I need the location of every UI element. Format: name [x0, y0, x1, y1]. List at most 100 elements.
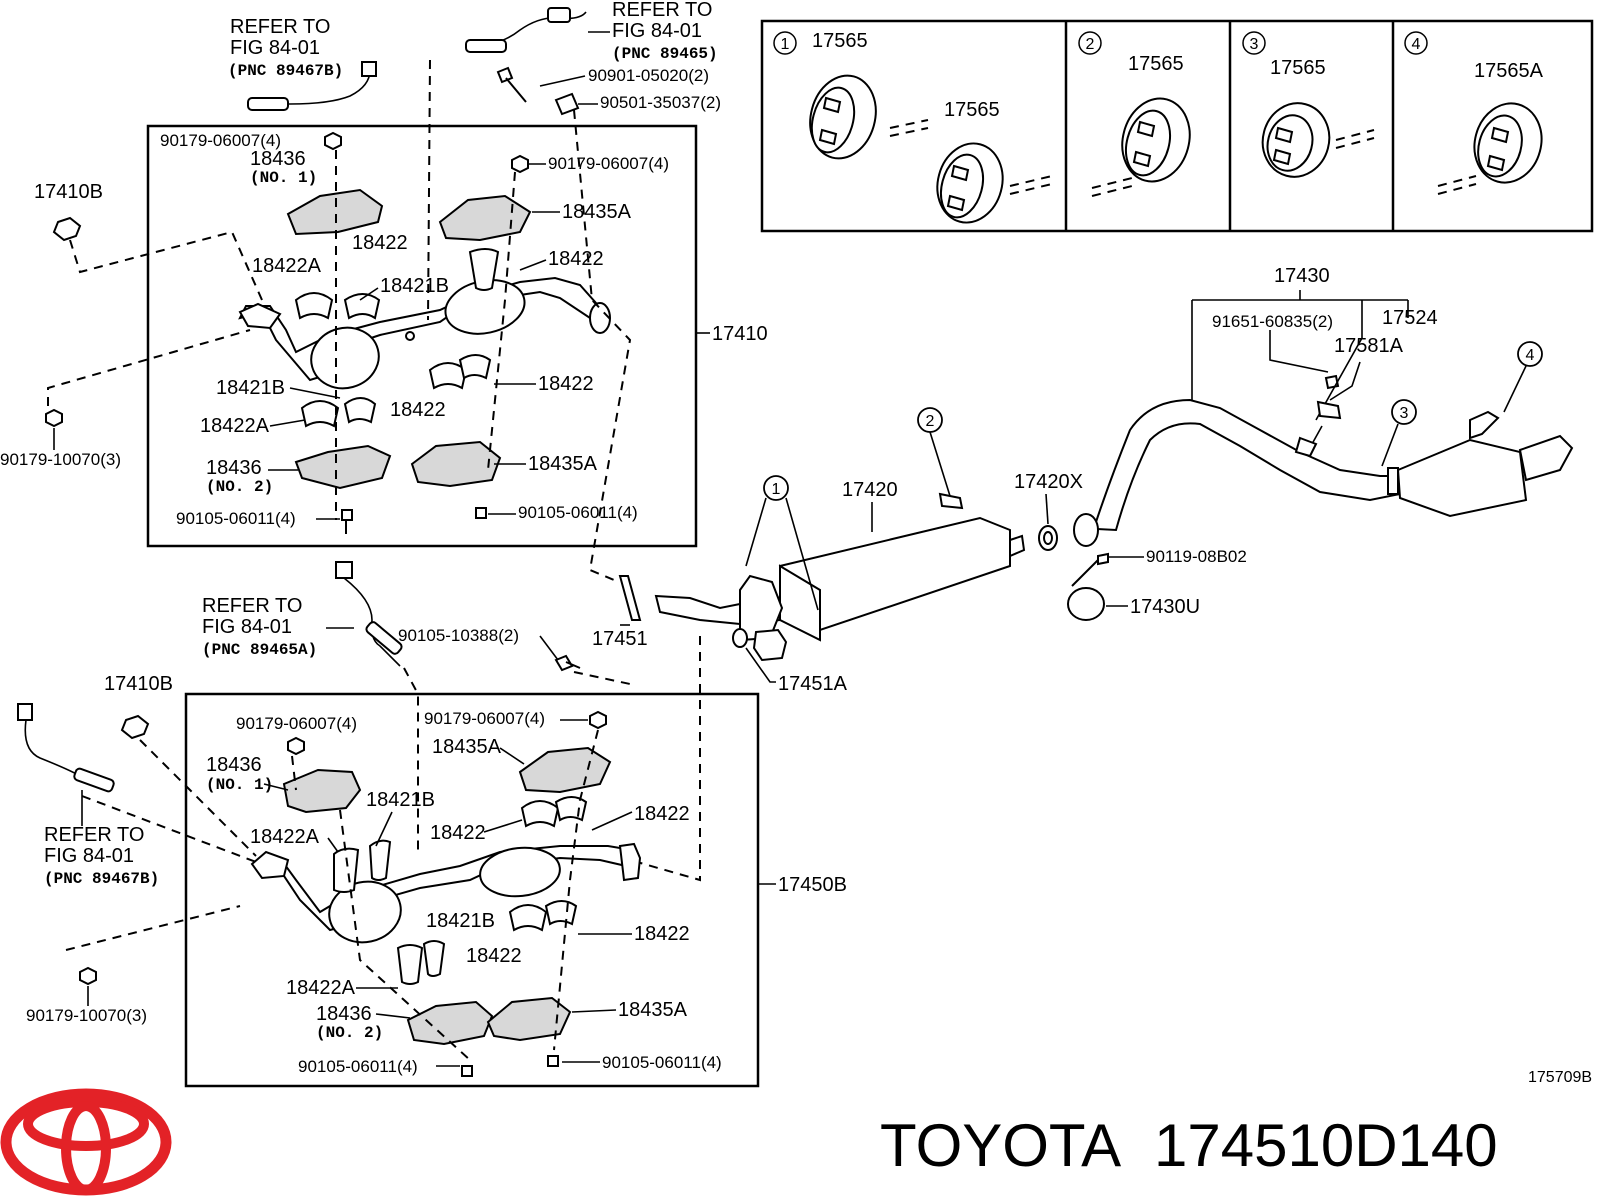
hanger-cell-3-number: 3 — [1250, 36, 1259, 53]
heat-insulator-18436-no2-lower — [406, 1000, 494, 1046]
label-upper-18421b-top: 18421B — [380, 275, 449, 297]
heat-insulator-18436-no1-lower — [282, 768, 362, 814]
label-upper-no1: (NO. 1) — [250, 169, 317, 187]
label-lower-18435a-low: 18435A — [618, 999, 688, 1021]
heat-insulator-18435a-lower-low — [486, 996, 572, 1042]
hanger-cell-1-number: 1 — [781, 36, 790, 53]
hanger-cell-1: 1 17565 17565 — [773, 30, 1053, 224]
label-pnc-89467b-low: (PNC 89467B) — [44, 870, 159, 888]
label-17524: 17524 — [1382, 307, 1438, 329]
hanger-cell-3: 3 17565 — [1242, 31, 1375, 178]
label-17420: 17420 — [842, 479, 898, 501]
label-lower-nut-right: 90179-06007(4) — [424, 709, 545, 728]
oxygen-sensor-top-right: REFER TO FIG 84-01 (PNC 89465) — [465, 0, 718, 63]
label-fig-top-right: FIG 84-01 — [612, 20, 702, 42]
hanger-cell-3-part: 17565 — [1270, 57, 1326, 79]
label-spring-90501: 90501-35037(2) — [600, 93, 721, 112]
label-lower-18422-b: 18422 — [634, 803, 690, 825]
label-upper-18422-b: 18422 — [548, 248, 604, 270]
hanger-cell-2-number: 2 — [1086, 36, 1095, 53]
toyota-logo — [0, 1088, 172, 1196]
label-bolt-90901: 90901-05020(2) — [588, 66, 709, 85]
label-17451a: 17451A — [778, 673, 848, 695]
heat-insulator-18436-no1-top — [286, 188, 384, 236]
gasket-17451: 17451 — [592, 575, 648, 650]
label-pnc-89467b-top: (PNC 89467B) — [228, 62, 343, 80]
callout-4-label: 4 — [1526, 347, 1535, 364]
label-fig-top-left: FIG 84-01 — [230, 37, 320, 59]
label-upper-bolt-left: 90105-06011(4) — [176, 509, 296, 528]
tail-pipe-17430: 17430 91651-60835(2) 17524 17581A — [1073, 265, 1574, 547]
label-bolt-60835: 91651-60835(2) — [1212, 312, 1333, 331]
label-refer-lower-right: REFER TO — [202, 595, 302, 617]
label-upper-18436-no1: 18436 — [250, 148, 306, 170]
gasket-17410b-low: 17410B — [81, 673, 257, 863]
label-refer-top-right: REFER TO — [612, 0, 712, 21]
nut-90179-10070-low: 90179-10070(3) — [26, 905, 241, 1025]
label-lower-18422a-top: 18422A — [250, 826, 320, 848]
label-lower-18421b-low: 18421B — [426, 910, 495, 932]
label-pnc-89465a: (PNC 89465A) — [202, 641, 317, 659]
label-lower-18422-a: 18422 — [430, 822, 486, 844]
label-upper-18436-no2: 18436 — [206, 457, 262, 479]
hanger-cell-4: 4 17565A — [1404, 31, 1544, 195]
hanger-cell-4-number: 4 — [1412, 36, 1421, 53]
label-bolt-08b02: 90119-08B02 — [1146, 547, 1247, 566]
heat-insulator-18435a-top — [438, 194, 532, 242]
label-lower-18436-no2: 18436 — [316, 1003, 372, 1025]
label-upper-nut-top: 90179-06007(4) — [160, 131, 281, 150]
oxygen-sensor-lower-right: REFER TO FIG 84-01 (PNC 89465A) — [202, 561, 419, 850]
callout-3-marker: 3 — [1381, 399, 1417, 467]
heat-insulator-18435a-lower-top — [518, 746, 612, 794]
label-lower-nut-left: 90179-06007(4) — [236, 714, 357, 733]
part-number: 174510D140 — [1154, 1112, 1498, 1179]
label-upper-18435a-low: 18435A — [528, 453, 598, 475]
figure-code: 175709B — [1528, 1069, 1592, 1086]
brand-name: TOYOTA — [880, 1112, 1121, 1179]
label-lower-18435a-top: 18435A — [432, 736, 502, 758]
callout-4-marker: 4 — [1503, 341, 1543, 413]
callout-1-marker: 1 — [745, 475, 819, 611]
gasket-17410b-top: 17410B — [34, 181, 263, 301]
lower-assembly: 17450B 90179-06007(4) 90179-06007(4) 184… — [184, 692, 847, 1088]
label-pnc-89465: (PNC 89465) — [612, 45, 718, 63]
label-lower-bolt-left: 90105-06011(4) — [298, 1057, 418, 1076]
label-lower-18421b-top: 18421B — [366, 789, 435, 811]
label-nut-10070-top: 90179-10070(3) — [0, 450, 121, 469]
label-upper-18422a-top: 18422A — [252, 255, 322, 277]
label-upper-18421b-mid: 18421B — [216, 377, 285, 399]
label-fig-lower-right: FIG 84-01 — [202, 616, 292, 638]
label-lower-18422-low-r: 18422 — [634, 923, 690, 945]
label-refer-lower-left: REFER TO — [44, 824, 144, 846]
hanger-cell-4-part: 17565A — [1474, 60, 1544, 82]
label-lower-no2: (NO. 2) — [316, 1024, 383, 1042]
bolt-90105-10388: 90105-10388(2) — [398, 626, 631, 685]
label-lower-18422-low-m: 18422 — [466, 945, 522, 967]
heat-insulator-18435a-low — [410, 440, 502, 488]
label-refer-top-left: REFER TO — [230, 16, 330, 38]
hanger-cell-2-part: 17565 — [1128, 53, 1184, 75]
label-17410b-low: 17410B — [104, 673, 173, 695]
upper-assembly: 17410 90179-06007(4) 90179-06007(4) — [146, 124, 768, 548]
label-lower-18422a-low: 18422A — [286, 977, 356, 999]
label-fig-lower-left: FIG 84-01 — [44, 845, 134, 867]
label-upper-bolt-right: 90105-06011(4) — [518, 503, 638, 522]
label-lower-bolt-right: 90105-06011(4) — [602, 1053, 722, 1072]
nut-90179-10070-top: 90179-10070(3) — [0, 329, 251, 469]
label-lower-18436-no1: 18436 — [206, 754, 262, 776]
label-upper-18422-a: 18422 — [352, 232, 408, 254]
callout-2-marker: 2 — [917, 407, 964, 510]
label-17451: 17451 — [592, 628, 648, 650]
label-bolt-10388: 90105-10388(2) — [398, 626, 519, 645]
hanger-cell-1-part-a: 17565 — [812, 30, 868, 52]
label-17430u: 17430U — [1130, 596, 1200, 618]
callout-1-label: 1 — [772, 481, 781, 498]
oxygen-sensor-top-left: REFER TO FIG 84-01 (PNC 89467B) — [228, 16, 377, 111]
hanger-cell-1-part-b: 17565 — [944, 99, 1000, 121]
callout-3-label: 3 — [1400, 405, 1409, 422]
label-17430: 17430 — [1274, 265, 1330, 287]
gasket-17420x: 17420X — [1014, 471, 1083, 551]
label-nut-10070-low: 90179-10070(3) — [26, 1006, 147, 1025]
hanger-cell-2: 2 17565 — [1078, 31, 1191, 197]
